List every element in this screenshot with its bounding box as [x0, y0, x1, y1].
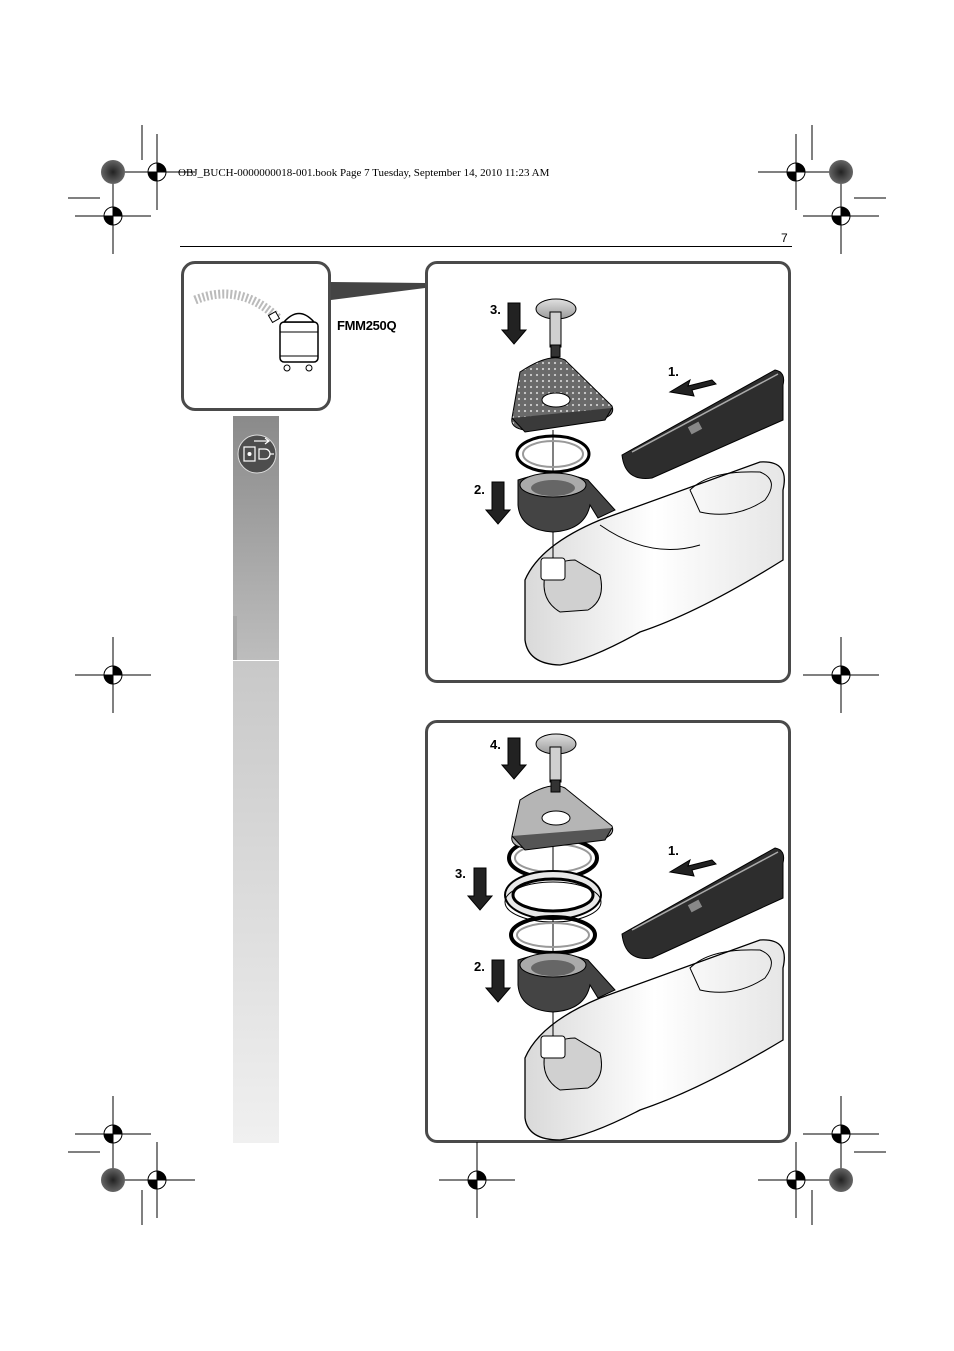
fig2-step-4: 4. — [490, 737, 501, 752]
vacuum-cleaner-icon — [193, 289, 319, 372]
fig2-step-1: 1. — [668, 843, 679, 858]
side-tab-notch — [233, 616, 237, 660]
page-number: 7 — [781, 231, 788, 245]
model-label: FMM250Q — [337, 318, 397, 333]
color-star-marks — [101, 160, 853, 1192]
side-tab-bottom — [233, 661, 279, 1143]
fig2-step-2: 2. — [474, 959, 485, 974]
fig2-step-3: 3. — [455, 866, 466, 881]
unplug-icon — [237, 434, 277, 474]
fig1-step-2: 2. — [474, 482, 485, 497]
fig1-step-1: 1. — [668, 364, 679, 379]
fig1-step-3: 3. — [490, 302, 501, 317]
registration-marks — [68, 125, 886, 1225]
figure-1-illustration — [484, 298, 785, 666]
print-header: OBJ_BUCH-0000000018-001.book Page 7 Tues… — [178, 167, 550, 179]
callout-wedge — [331, 282, 425, 300]
header-rule — [180, 246, 792, 247]
figure-2-illustration — [466, 733, 785, 1141]
